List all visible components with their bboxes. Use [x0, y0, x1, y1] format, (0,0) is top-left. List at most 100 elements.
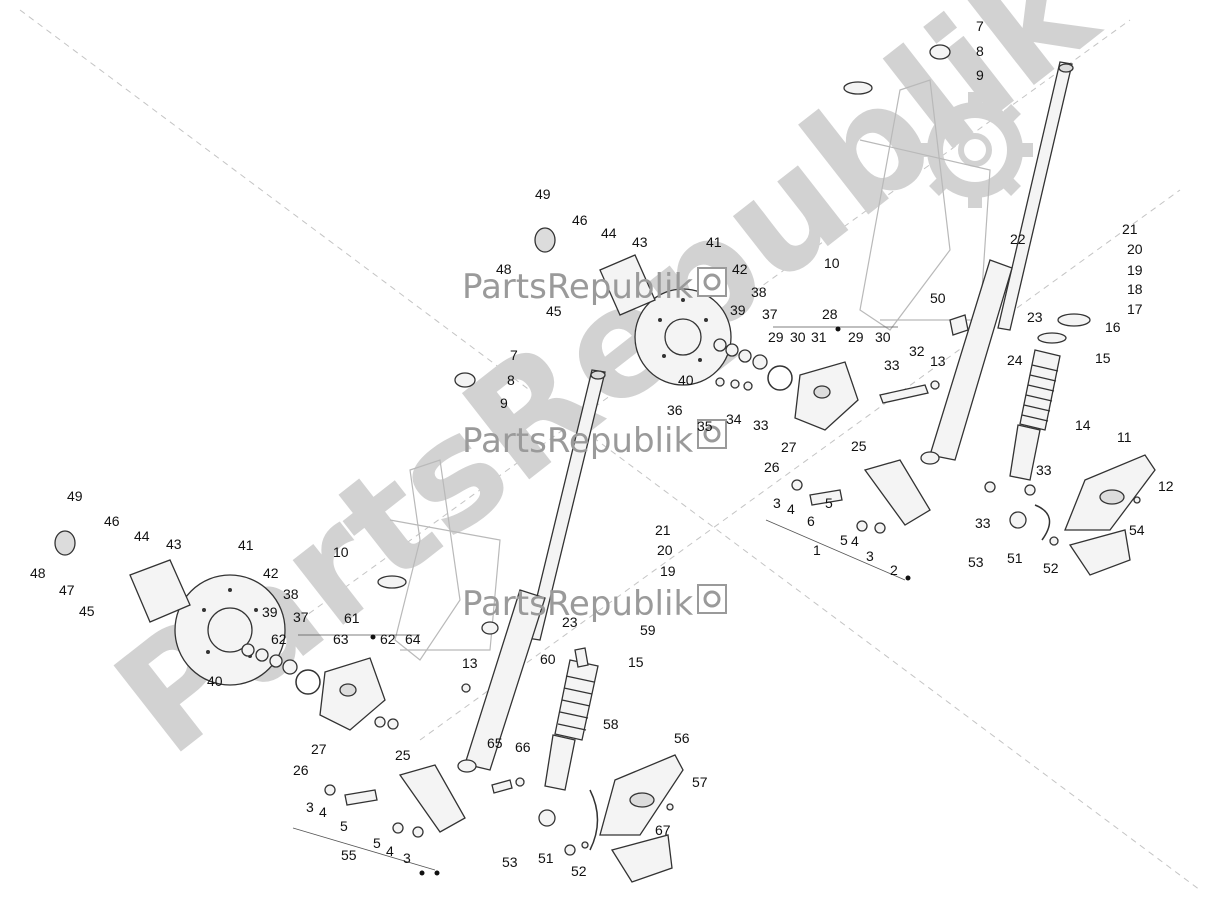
callout: 50: [930, 290, 946, 306]
callout: 3: [866, 548, 874, 564]
callout: 39: [262, 604, 278, 620]
callout: 37: [762, 306, 778, 322]
callout: 42: [732, 261, 748, 277]
callout: 62: [271, 631, 287, 647]
callout: 46: [572, 212, 588, 228]
callout: 13: [462, 655, 478, 671]
callout: 24: [1007, 352, 1023, 368]
callout: 16: [1105, 319, 1121, 335]
callout: 61: [344, 610, 360, 626]
callout: 5: [840, 532, 848, 548]
callout: 36: [667, 402, 683, 418]
callout: 52: [571, 863, 587, 879]
callout: 4: [851, 533, 859, 549]
svg-text:PartsRepublik: PartsRepublik: [462, 584, 693, 624]
callout: 44: [134, 528, 150, 544]
callout: 31: [811, 329, 827, 345]
callout: 40: [678, 372, 694, 388]
callout: 9: [500, 395, 508, 411]
callout: 53: [502, 854, 518, 870]
callout: 14: [1075, 417, 1091, 433]
watermark-small-2: PartsRepublik: [462, 419, 727, 461]
callout: 64: [405, 631, 421, 647]
callout: 37: [293, 609, 309, 625]
guide-lines: [19, 9, 1201, 891]
callout: 66: [515, 739, 531, 755]
callout: 48: [496, 261, 512, 277]
callout: 11: [1117, 429, 1132, 445]
callout: 62: [380, 631, 396, 647]
watermark-small-3: PartsRepublik: [462, 584, 727, 624]
callout: 43: [632, 234, 648, 250]
callout: 20: [1127, 241, 1143, 257]
callout: 26: [293, 762, 309, 778]
gear-icon: [703, 273, 721, 291]
callout: 29: [768, 329, 784, 345]
callout: 56: [674, 730, 690, 746]
callout: 58: [603, 716, 619, 732]
callout: 19: [660, 563, 676, 579]
callout: 30: [875, 329, 891, 345]
callout: 18: [1127, 281, 1143, 297]
callout: 34: [726, 411, 742, 427]
callout: 15: [628, 654, 644, 670]
callout: 53: [968, 554, 984, 570]
watermark-small-1: PartsRepublik: [462, 267, 727, 307]
callout: 20: [657, 542, 673, 558]
callout: 47: [59, 582, 75, 598]
gear-icon: [917, 92, 1033, 208]
upper-assembly: [534, 44, 1156, 576]
callout: 19: [1127, 262, 1143, 278]
callout: 13: [930, 353, 946, 369]
callout: 4: [319, 804, 327, 820]
callout: 23: [1027, 309, 1043, 325]
callout: 6: [807, 513, 815, 529]
callout: 23: [562, 614, 578, 630]
callouts-lower: 7 8 9 10 13 15 19 20 21 23 25 26 27 37 3…: [30, 347, 708, 879]
callout: 5: [340, 818, 348, 834]
callout: 67: [655, 822, 671, 838]
callout: 27: [781, 439, 797, 455]
callout: 44: [601, 225, 617, 241]
callout: 10: [824, 255, 840, 271]
callout: 60: [540, 651, 556, 667]
callout: 41: [706, 234, 722, 250]
callout: 21: [655, 522, 671, 538]
callout: 41: [238, 537, 254, 553]
callout: 10: [333, 544, 349, 560]
callout: 27: [311, 741, 327, 757]
callout: 21: [1122, 221, 1138, 237]
callouts-upper: 7 8 9 10 11 12 13 14 15 16 17 18 19 20 2…: [496, 18, 1174, 578]
callout: 42: [263, 565, 279, 581]
callout: 5: [825, 495, 833, 511]
callout: 65: [487, 735, 503, 751]
callout: 55: [341, 847, 357, 863]
callout: 3: [403, 850, 411, 866]
callout: 30: [790, 329, 806, 345]
callout: 3: [773, 495, 781, 511]
callout: 7: [976, 18, 984, 34]
callout: 1: [813, 542, 821, 558]
callout: 2: [890, 562, 898, 578]
callout: 3: [306, 799, 314, 815]
callout: 17: [1127, 301, 1143, 317]
callout: 38: [751, 284, 767, 300]
callout: 25: [851, 438, 867, 454]
callout: 43: [166, 536, 182, 552]
callout: 4: [787, 501, 795, 517]
callout: 5: [373, 835, 381, 851]
callout: 15: [1095, 350, 1111, 366]
callout: 45: [79, 603, 95, 619]
callout: 49: [535, 186, 551, 202]
callout: 63: [333, 631, 349, 647]
callout: 8: [976, 43, 984, 59]
callout: 33: [753, 417, 769, 433]
callout: 52: [1043, 560, 1059, 576]
callout: 40: [207, 673, 223, 689]
svg-text:PartsRepublik: PartsRepublik: [462, 267, 693, 307]
callout: 28: [822, 306, 838, 322]
callout: 45: [546, 303, 562, 319]
callout: 54: [1129, 522, 1145, 538]
callout: 8: [507, 372, 515, 388]
